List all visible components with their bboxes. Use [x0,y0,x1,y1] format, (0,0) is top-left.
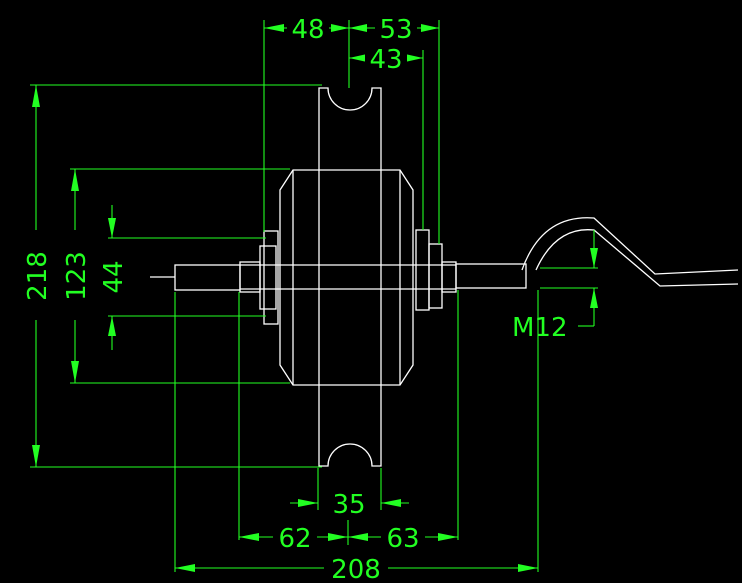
dimension-labels: 48 53 43 218 123 44 M12 35 62 63 208 [22,14,568,583]
torque-arm [521,217,739,287]
dimension-lines [32,24,598,572]
dim-218-label: 218 [23,251,53,301]
axle [150,263,527,291]
dim-208-label: 208 [331,555,381,583]
dim-62-label: 62 [278,524,311,554]
rim [318,87,382,467]
extension-lines [30,20,598,572]
dim-53-label: 53 [379,15,412,45]
right-flange [415,229,457,311]
dim-35-label: 35 [332,490,365,520]
dim-123-label: 123 [62,251,92,301]
hub-body [279,169,414,386]
motor-outline [150,87,739,467]
dim-63-label: 63 [386,524,419,554]
dim-48-label: 48 [291,15,324,45]
left-flange [239,230,279,325]
dim-44-label: 44 [99,260,129,293]
dim-m12-label: M12 [512,313,568,343]
dim-43-label: 43 [369,45,402,75]
